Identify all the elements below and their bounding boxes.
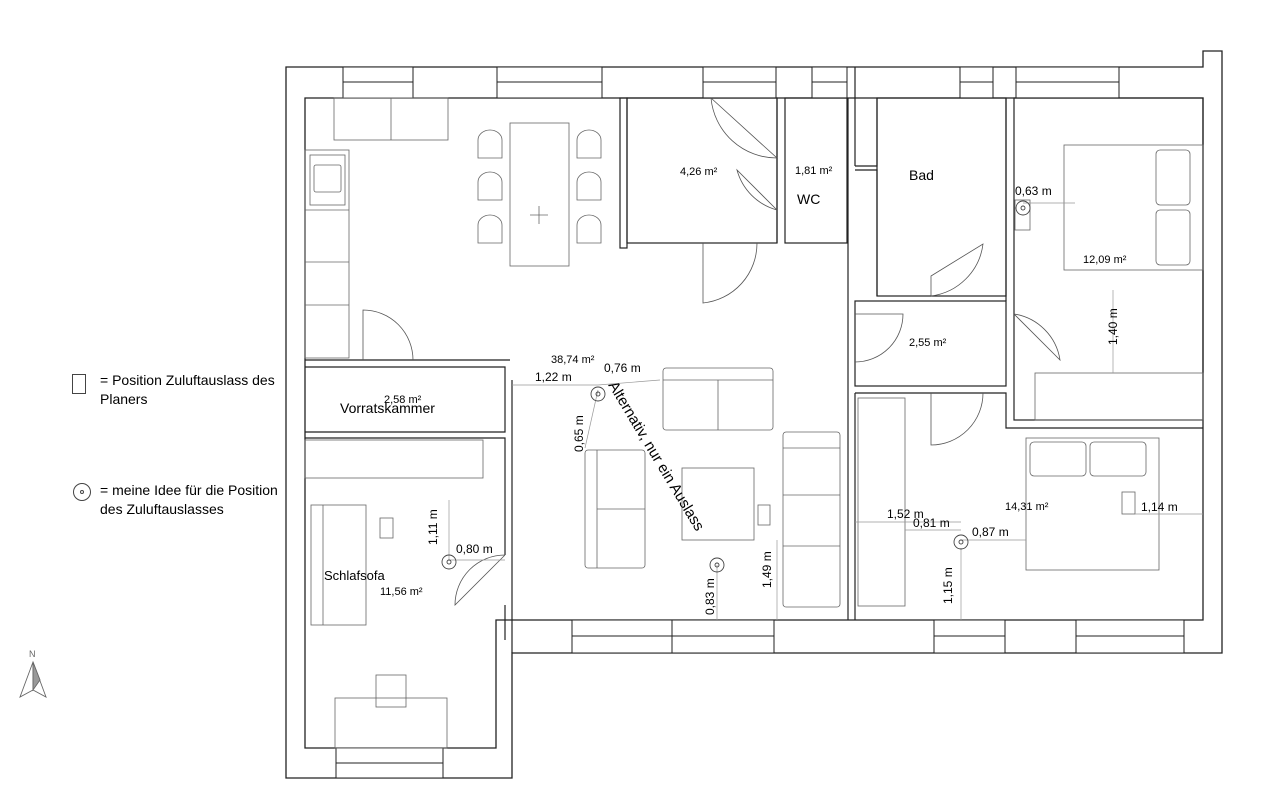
room-name-sofa: Schlafsofa [324,568,385,583]
dim-label: 0,76 m [604,361,641,375]
dim-label: 0,80 m [456,542,493,556]
dining-table [509,122,570,267]
dim-label: 1,11 m [426,509,440,545]
dim-label: 1,40 m [1106,308,1120,345]
door [854,313,904,363]
dim-label: 0,87 m [972,525,1009,539]
door [1013,313,1061,362]
door [702,242,758,304]
dim-label: 1,49 m [760,551,774,588]
dim-label: 1,52 m [887,507,924,521]
outlet-marker [709,557,725,573]
room-area-bedroom2: 14,31 m² [1005,501,1049,513]
outlet-marker [1015,200,1031,216]
door [362,309,414,361]
rectangle-outlet-icon [72,374,86,394]
dim-label: 0,81 m [913,516,950,530]
dim-label: 1,14 m [1141,500,1178,514]
door [454,554,506,606]
door [930,392,984,446]
legend-mine-text: = meine Idee für die Position des Zuluft… [100,482,278,517]
dim-label: 0,65 m [572,415,586,452]
door [710,97,779,159]
legend-planner-text: = Position Zuluftauslass des Planers [100,372,275,407]
door [736,168,778,211]
door [930,243,984,297]
room-area-bedroom1: 12,09 m² [1083,254,1127,266]
compass-icon: N [19,649,47,698]
outlet-marker [590,386,606,402]
circle-outlet-icon [73,483,91,501]
room-area-storage: 2,58 m² [384,394,422,406]
outlet-marker [953,534,969,550]
room-name-wc: WC [797,191,820,207]
room-area-wc: 1,81 m² [795,165,833,177]
room-area-hall: 2,55 m² [909,337,947,349]
dim-label: 0,83 m [703,578,717,615]
room-area-small: 4,26 m² [680,166,718,178]
svg-text:N: N [29,649,36,659]
dim-label: 1,15 m [941,567,955,604]
coffee-table [681,467,755,541]
room-area-living: 38,74 m² [551,354,595,366]
outlet-marker [441,554,457,570]
dim-label: 1,22 m [535,370,572,384]
room-name-bath: Bad [909,167,934,183]
room-name-storage: Vorratskammer [340,400,435,416]
room-area-guest: 11,56 m² [380,586,423,598]
dim-label: 0,63 m [1015,184,1052,198]
annotation-alternative: Alternativ, nur ein Auslass [605,378,708,534]
